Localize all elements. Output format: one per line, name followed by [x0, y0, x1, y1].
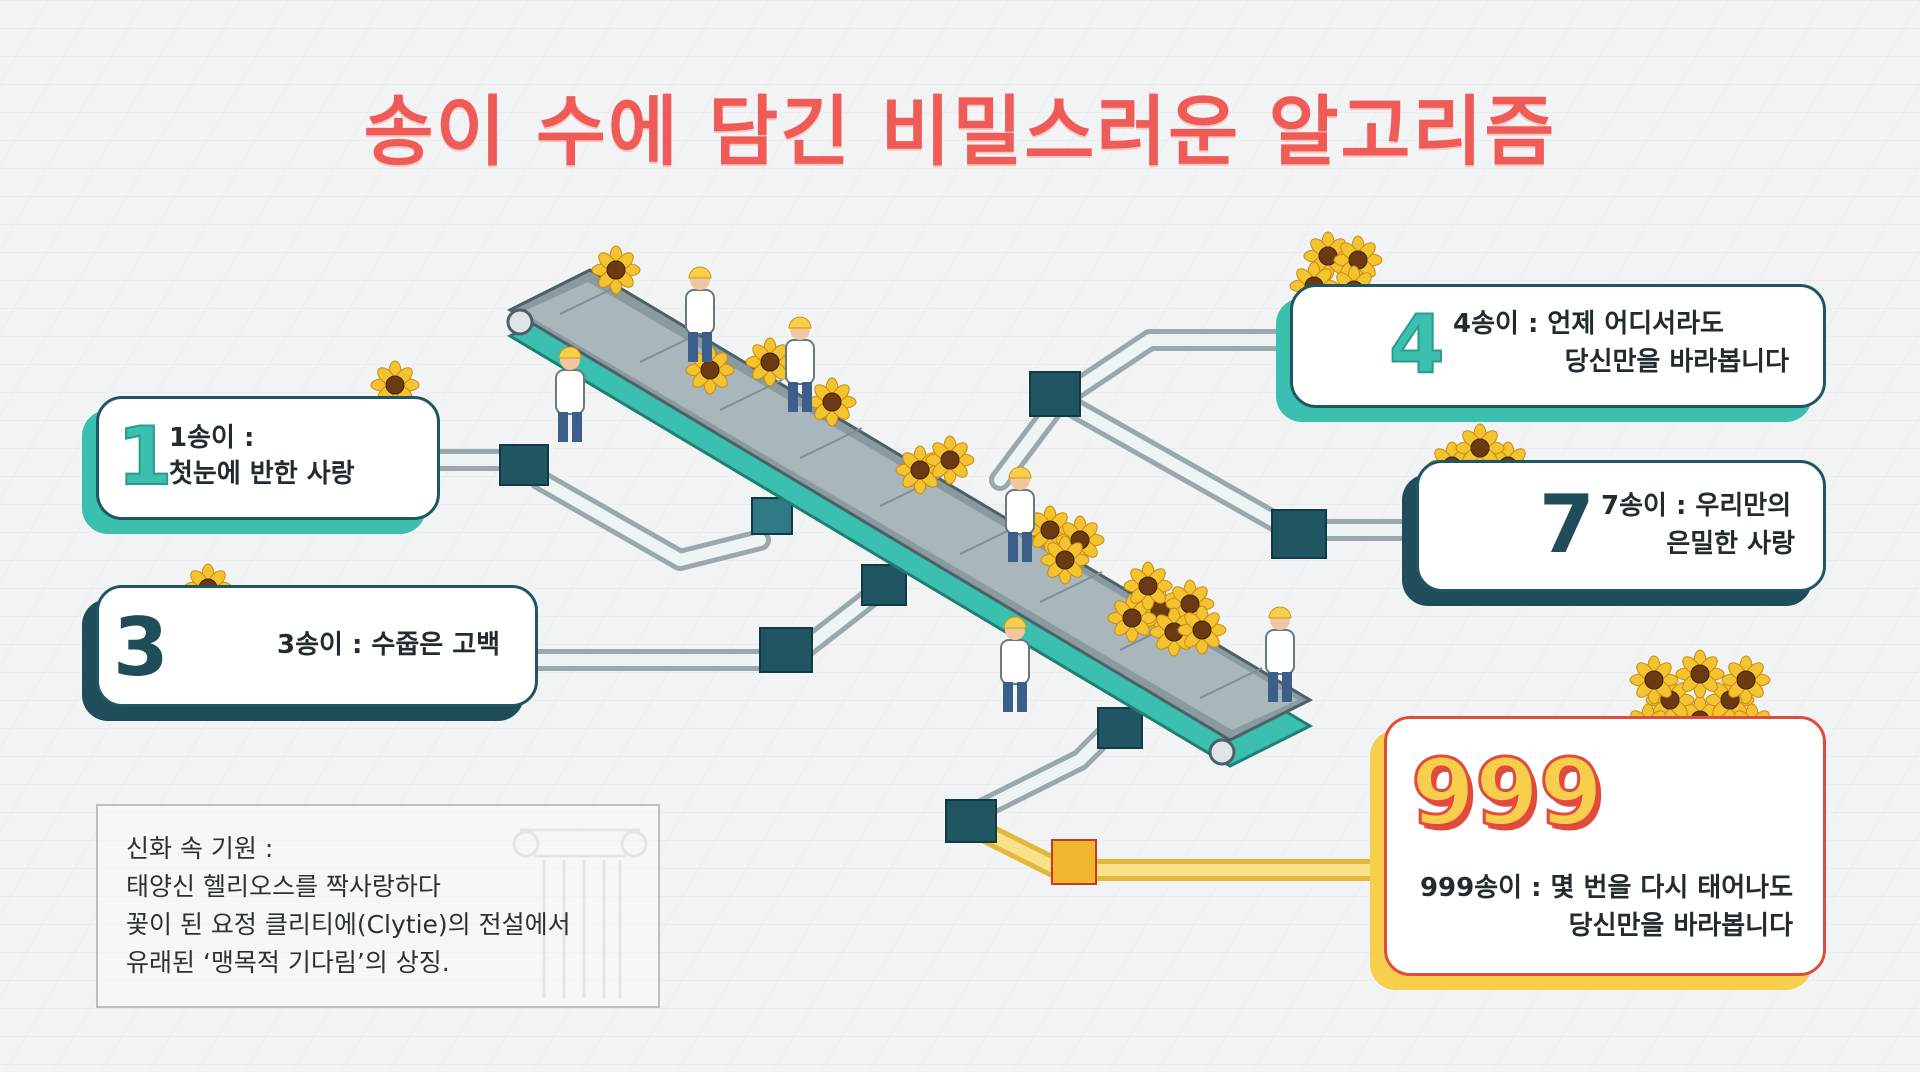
page-title: 송이 수에 담긴 비밀스러운 알고리즘 — [363, 87, 1557, 176]
card-line-2: 당신만을 바라봅니다 — [1564, 347, 1789, 377]
card-one-bloom: 1 1송이 : 첫눈에 반한 사랑 — [96, 396, 440, 520]
card-line-1: 3송이 : 수줍은 고백 — [277, 630, 501, 660]
card-number: 7 — [1539, 478, 1595, 571]
myth-heading: 신화 속 기원 : — [126, 834, 274, 863]
card-line-1: 999송이 : 몇 번을 다시 태어나도 — [1419, 873, 1793, 903]
card-line-2: 첫눈에 반한 사랑 — [169, 459, 355, 489]
card-line-1: 4송이 : 언제 어디서라도 — [1453, 309, 1724, 339]
myth-line: 꽃이 된 요정 클리티에(Clytie)의 전설에서 — [126, 910, 571, 939]
card-four-blooms: 4 4송이 : 언제 어디서라도 당신만을 바라봅니다 — [1290, 284, 1826, 408]
card-line-2: 당신만을 바라봅니다 — [1568, 911, 1793, 941]
myth-line: 유래된 ‘맹목적 기다림’의 상징. — [126, 948, 450, 977]
card-three-blooms: 3 3송이 : 수줍은 고백 — [96, 585, 538, 707]
card-number: 4 — [1388, 298, 1446, 391]
card-seven-blooms: 7 7송이 : 우리만의 은밀한 사랑 — [1416, 460, 1826, 592]
card-line-1: 1송이 : — [169, 423, 255, 453]
card-line-1: 7송이 : 우리만의 — [1601, 491, 1792, 521]
myth-line: 태양신 헬리오스를 짝사랑하다 — [126, 872, 441, 901]
myth-origin-note: 신화 속 기원 : 태양신 헬리오스를 짝사랑하다 꽃이 된 요정 클리티에(C… — [96, 804, 660, 1008]
card-line-2: 은밀한 사랑 — [1666, 529, 1795, 559]
card-999-blooms: 999 999송이 : 몇 번을 다시 태어나도 당신만을 바라봅니다 — [1384, 716, 1826, 976]
card-number: 3 — [113, 601, 169, 694]
card-number: 1 — [116, 410, 174, 503]
card-number: 999 — [1409, 739, 1604, 846]
